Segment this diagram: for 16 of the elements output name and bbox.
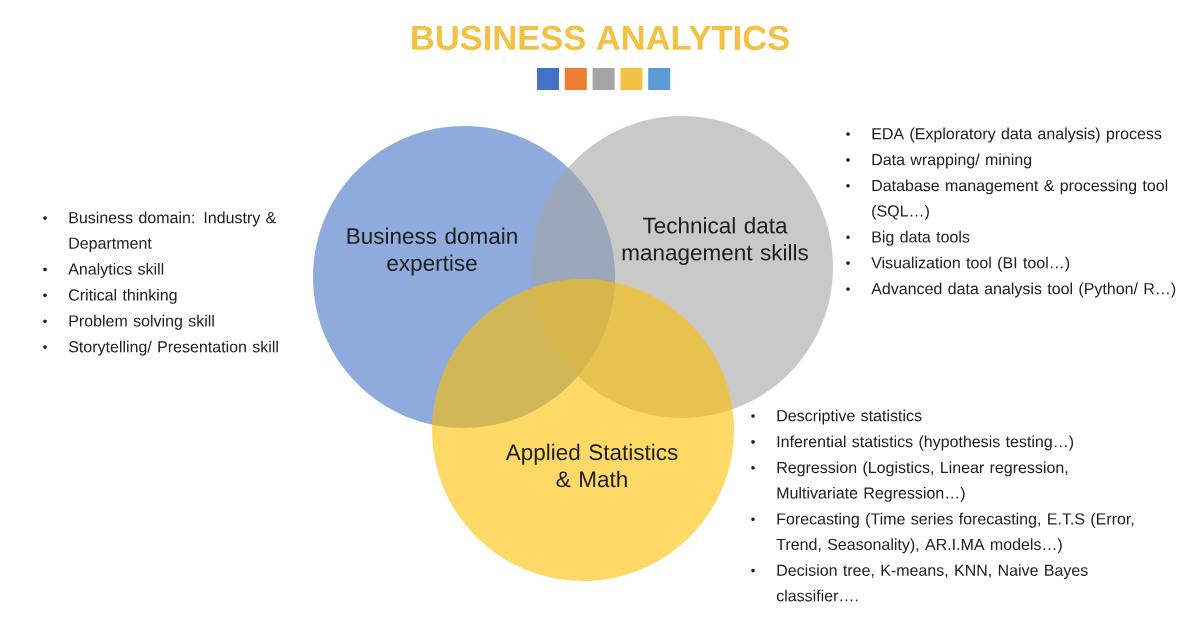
list-item: Analytics skill [68, 263, 164, 278]
list-item: Decision tree, K-means, KNN, Naive Bayes classifier…. [776, 564, 1088, 602]
list-item: Storytelling/ Presentation skill [68, 340, 278, 356]
list-item: Database management & processing tool (SQL…) [872, 179, 1168, 220]
list-item: Inferential statistics (hypothesis testing…) [777, 435, 1074, 451]
list-item: Data wrapping/ mining [872, 153, 1032, 169]
list-item: Forecasting (Time series forecasting, E.T.S (Error, Trend, Seasonality), AR.I.MA models…) [776, 512, 1134, 554]
list-item: Regression (Logistics, Linear regression, Multivariate Regression…) [777, 461, 1068, 502]
title: BUSINESS ANALYTICS [412, 25, 789, 51]
list-item: Advanced data analysis tool (Python/ R…) [871, 282, 1176, 298]
list-item: EDA (Exploratory data analysis) process [872, 127, 1162, 143]
list-item: Big data tools [872, 230, 970, 246]
list-item: Critical thinking [69, 288, 177, 304]
list-item: Visualization tool (BI tool…) [871, 256, 1070, 272]
list-item: Business domain: Industry & Department [69, 211, 276, 252]
list-item: Problem solving skill [69, 314, 214, 330]
